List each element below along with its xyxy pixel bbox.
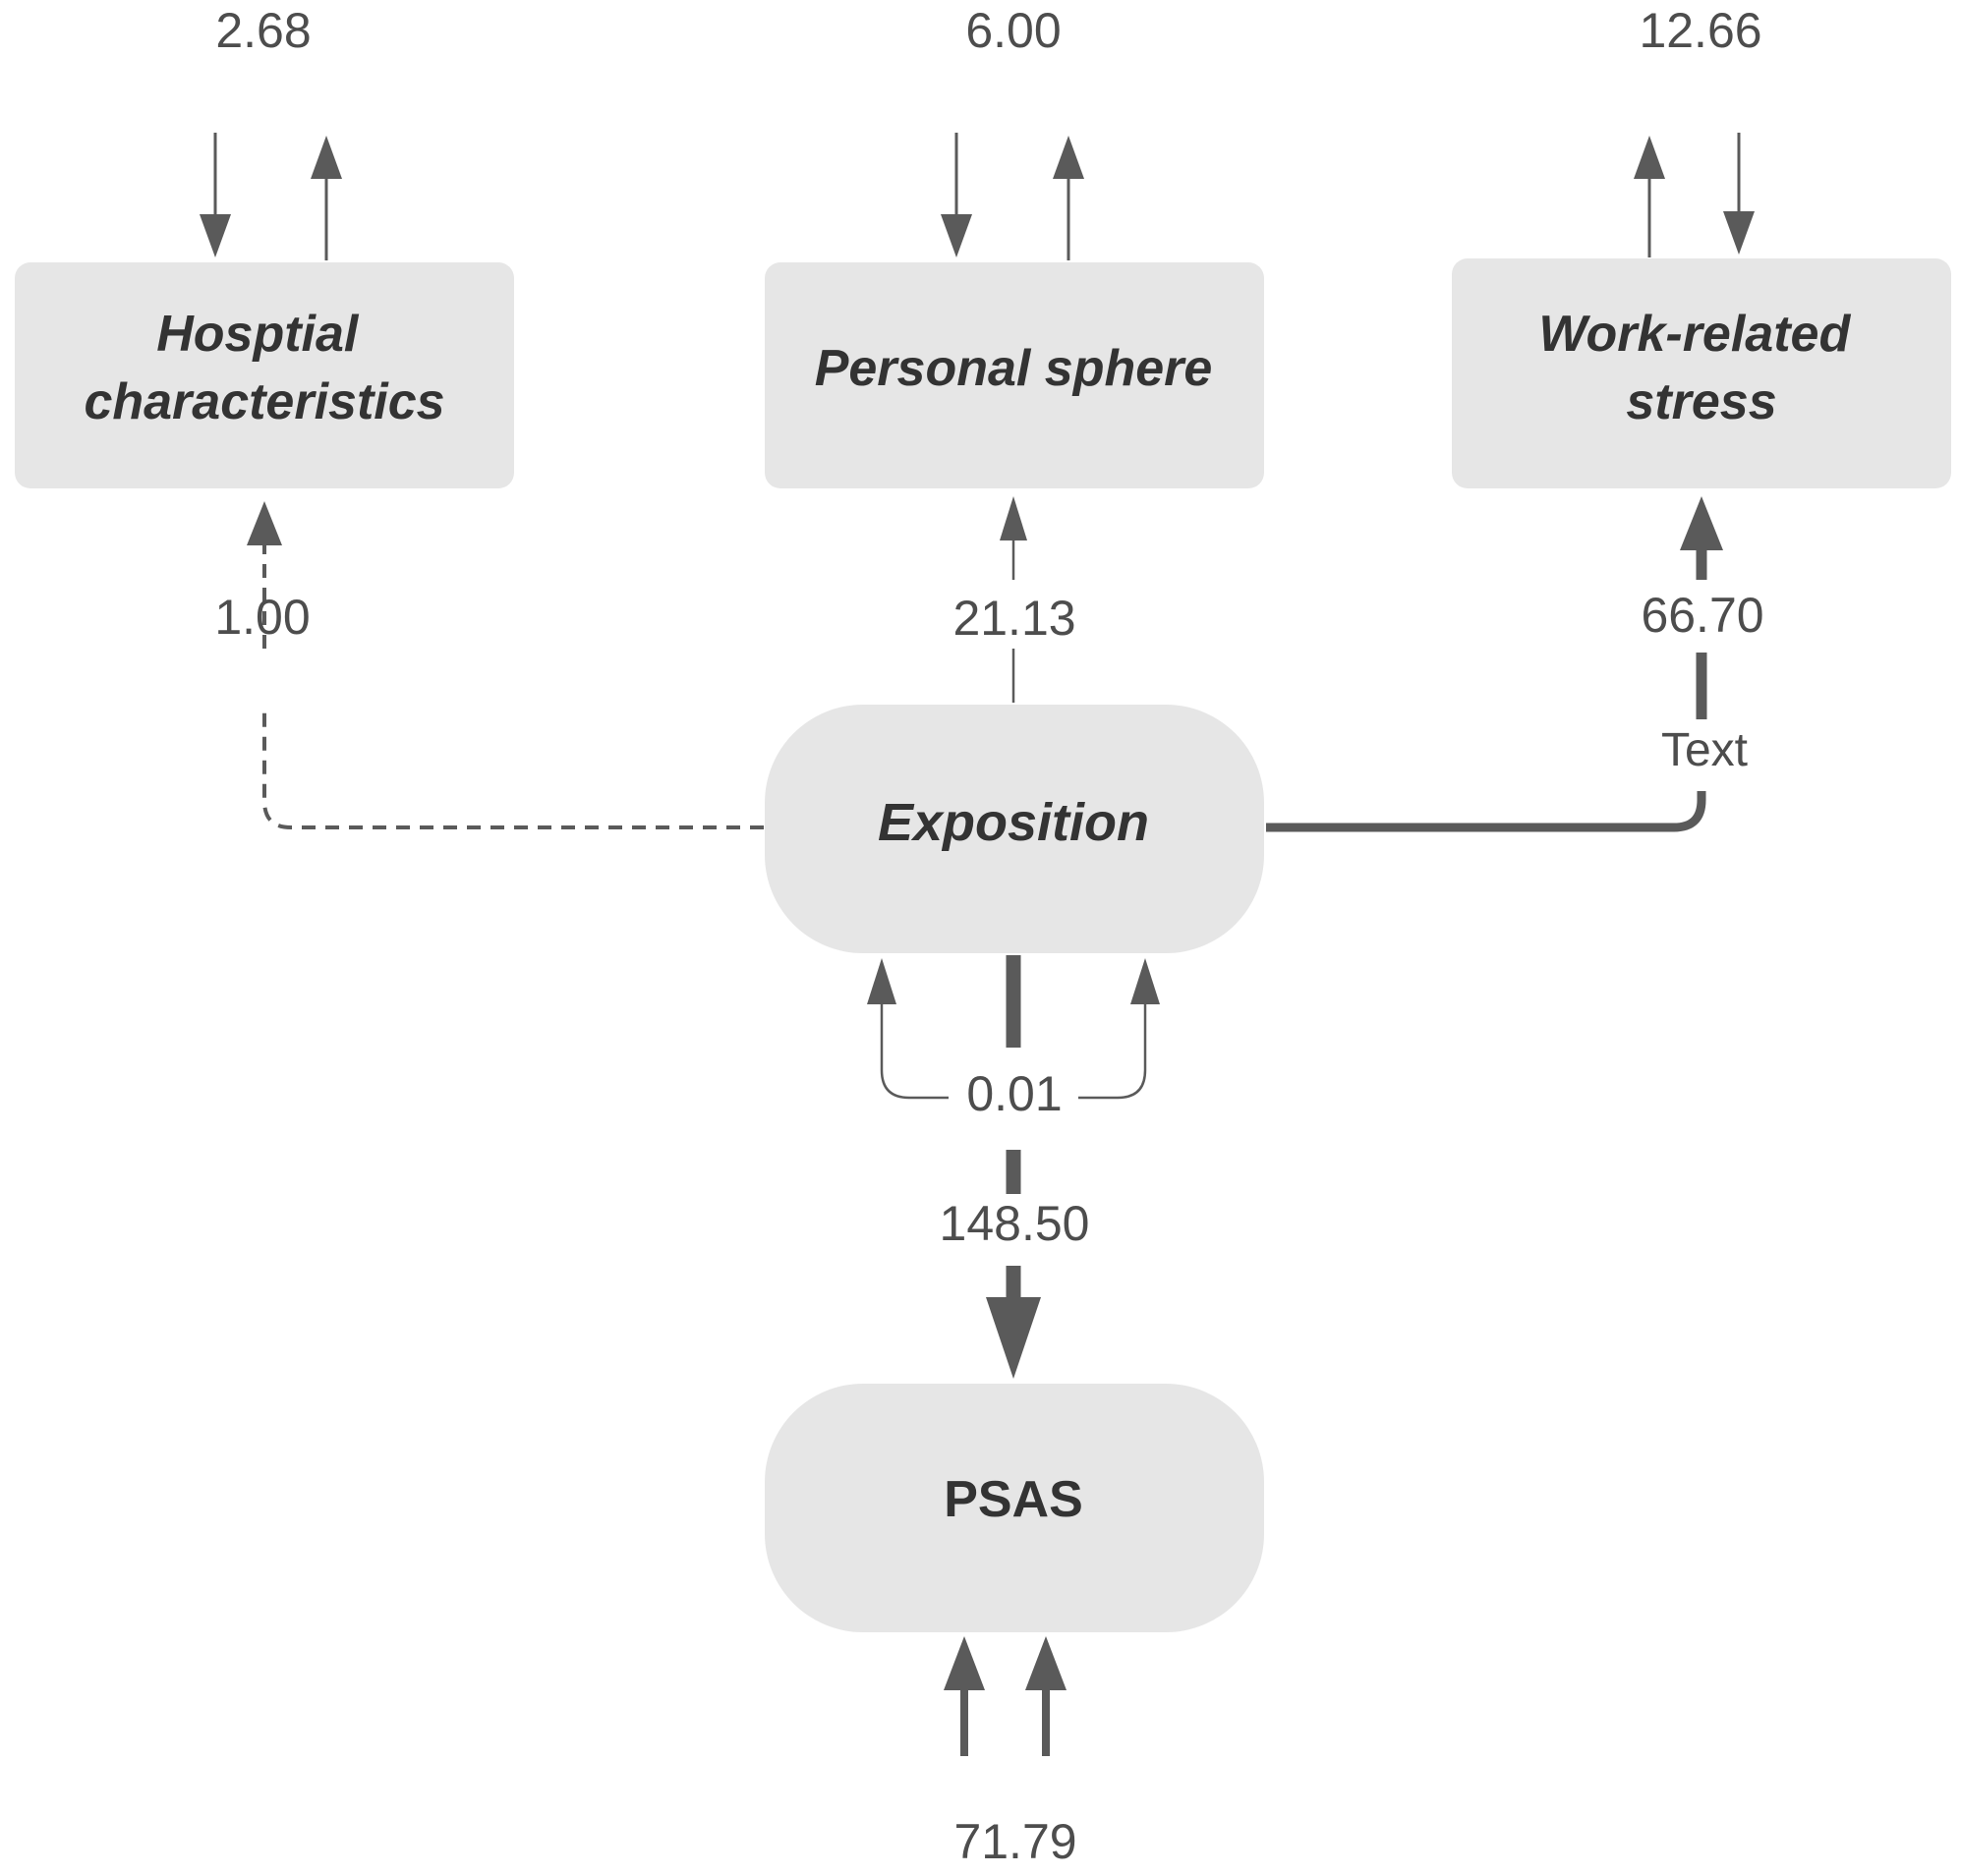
work-residual-out-arrow (1634, 136, 1665, 257)
exposition-to-hospital-path (262, 710, 764, 829)
exposition-to-hospital-value: 1.00 (214, 590, 310, 645)
exposition-to-personal-value: 21.13 (952, 591, 1075, 646)
hospital-top-value: 2.68 (215, 3, 311, 58)
personal-residual-in-arrow (941, 133, 972, 257)
work-related-stress-label: Work-related stress (1538, 306, 1864, 430)
exposition-to-psas-value: 148.50 (940, 1196, 1090, 1251)
exposition-self-loop-left (880, 1000, 949, 1100)
exposition-label: Exposition (878, 793, 1149, 852)
personal-sphere-label: Personal sphere (815, 340, 1213, 397)
hospital-residual-out-arrow (311, 136, 342, 260)
exposition-to-work-arrowhead (1680, 496, 1723, 550)
hospital-characteristics-box (15, 262, 514, 488)
personal-sphere-box (765, 262, 1264, 488)
exposition-self-loop-left-arrowhead (867, 958, 896, 1004)
exposition-to-psas-arrowhead (986, 1297, 1041, 1379)
work-top-value: 12.66 (1639, 3, 1761, 58)
personal-top-value: 6.00 (965, 3, 1061, 58)
work-residual-in-arrow (1723, 133, 1755, 255)
hospital-residual-in-arrow (200, 133, 231, 257)
personal-residual-out-arrow (1053, 136, 1084, 260)
exposition-to-work-value: 66.70 (1641, 588, 1763, 643)
psas-residual-arrow-left (944, 1636, 985, 1756)
hospital-characteristics-label: Hosptial characteristics (84, 306, 444, 430)
psas-residual-arrow-right (1025, 1636, 1067, 1756)
exposition-self-value: 0.01 (966, 1066, 1062, 1121)
work-related-stress-box (1452, 258, 1951, 488)
connector-text-label: Text (1661, 724, 1748, 776)
psas-node (765, 1384, 1264, 1632)
exposition-node (765, 705, 1264, 953)
psas-label: PSAS (944, 1471, 1083, 1528)
psas-bottom-value: 71.79 (953, 1814, 1076, 1869)
exposition-self-loop-right-arrowhead (1130, 958, 1160, 1004)
exposition-to-work-path (1266, 791, 1706, 832)
exposition-to-personal-arrowhead (1000, 496, 1027, 540)
exposition-self-loop-right (1078, 1000, 1147, 1100)
exposition-to-hospital-arrowhead (247, 501, 282, 545)
